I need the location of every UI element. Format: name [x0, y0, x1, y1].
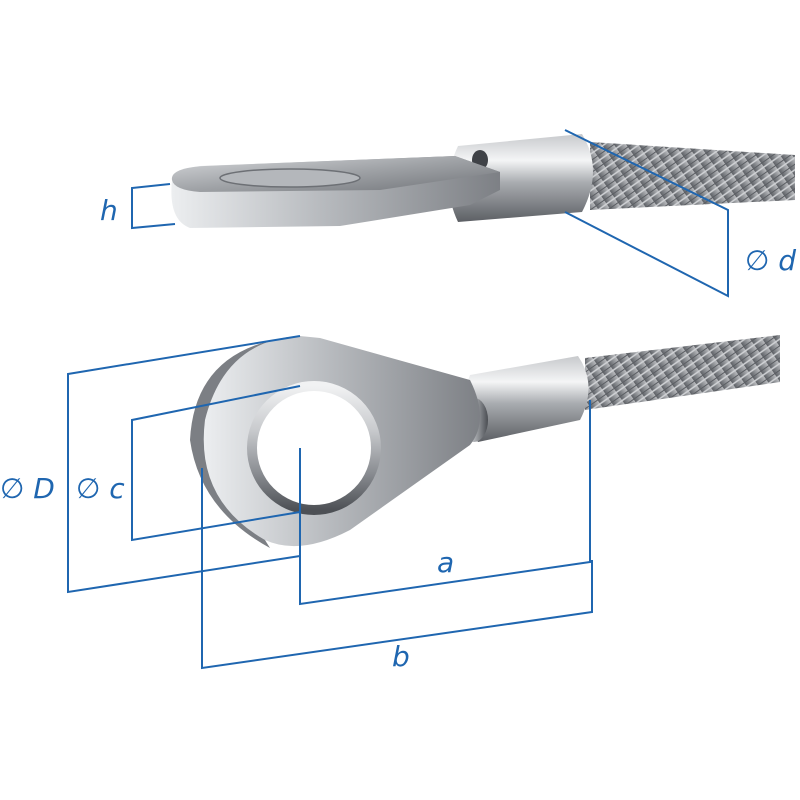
- dimension-b: b: [201, 468, 593, 673]
- dimension-b-label: b: [392, 640, 410, 673]
- side-view-wire-rope: [590, 142, 795, 210]
- dimension-c-label: ∅ c: [76, 472, 125, 505]
- dimension-h: h: [100, 183, 176, 230]
- dimension-a-label: a: [437, 546, 454, 579]
- top-view-ferrule: [464, 356, 589, 442]
- dimension-D-label: ∅ D: [0, 472, 55, 505]
- dimension-c: ∅ c: [76, 385, 301, 542]
- top-view-eye-hole: [247, 381, 381, 515]
- side-view-hole-edge: [219, 168, 361, 188]
- dimension-d: ∅ d: [564, 129, 796, 298]
- side-view-terminal: [171, 134, 795, 228]
- top-view-plate-rim: [190, 336, 300, 548]
- dimension-d-label: ∅ d: [745, 244, 796, 277]
- dimension-h-label: h: [100, 194, 118, 227]
- dimension-D: ∅ D: [0, 335, 301, 594]
- top-view-terminal: [190, 335, 780, 548]
- dimension-a: a: [299, 400, 591, 606]
- top-view-wire-rope: [585, 335, 780, 410]
